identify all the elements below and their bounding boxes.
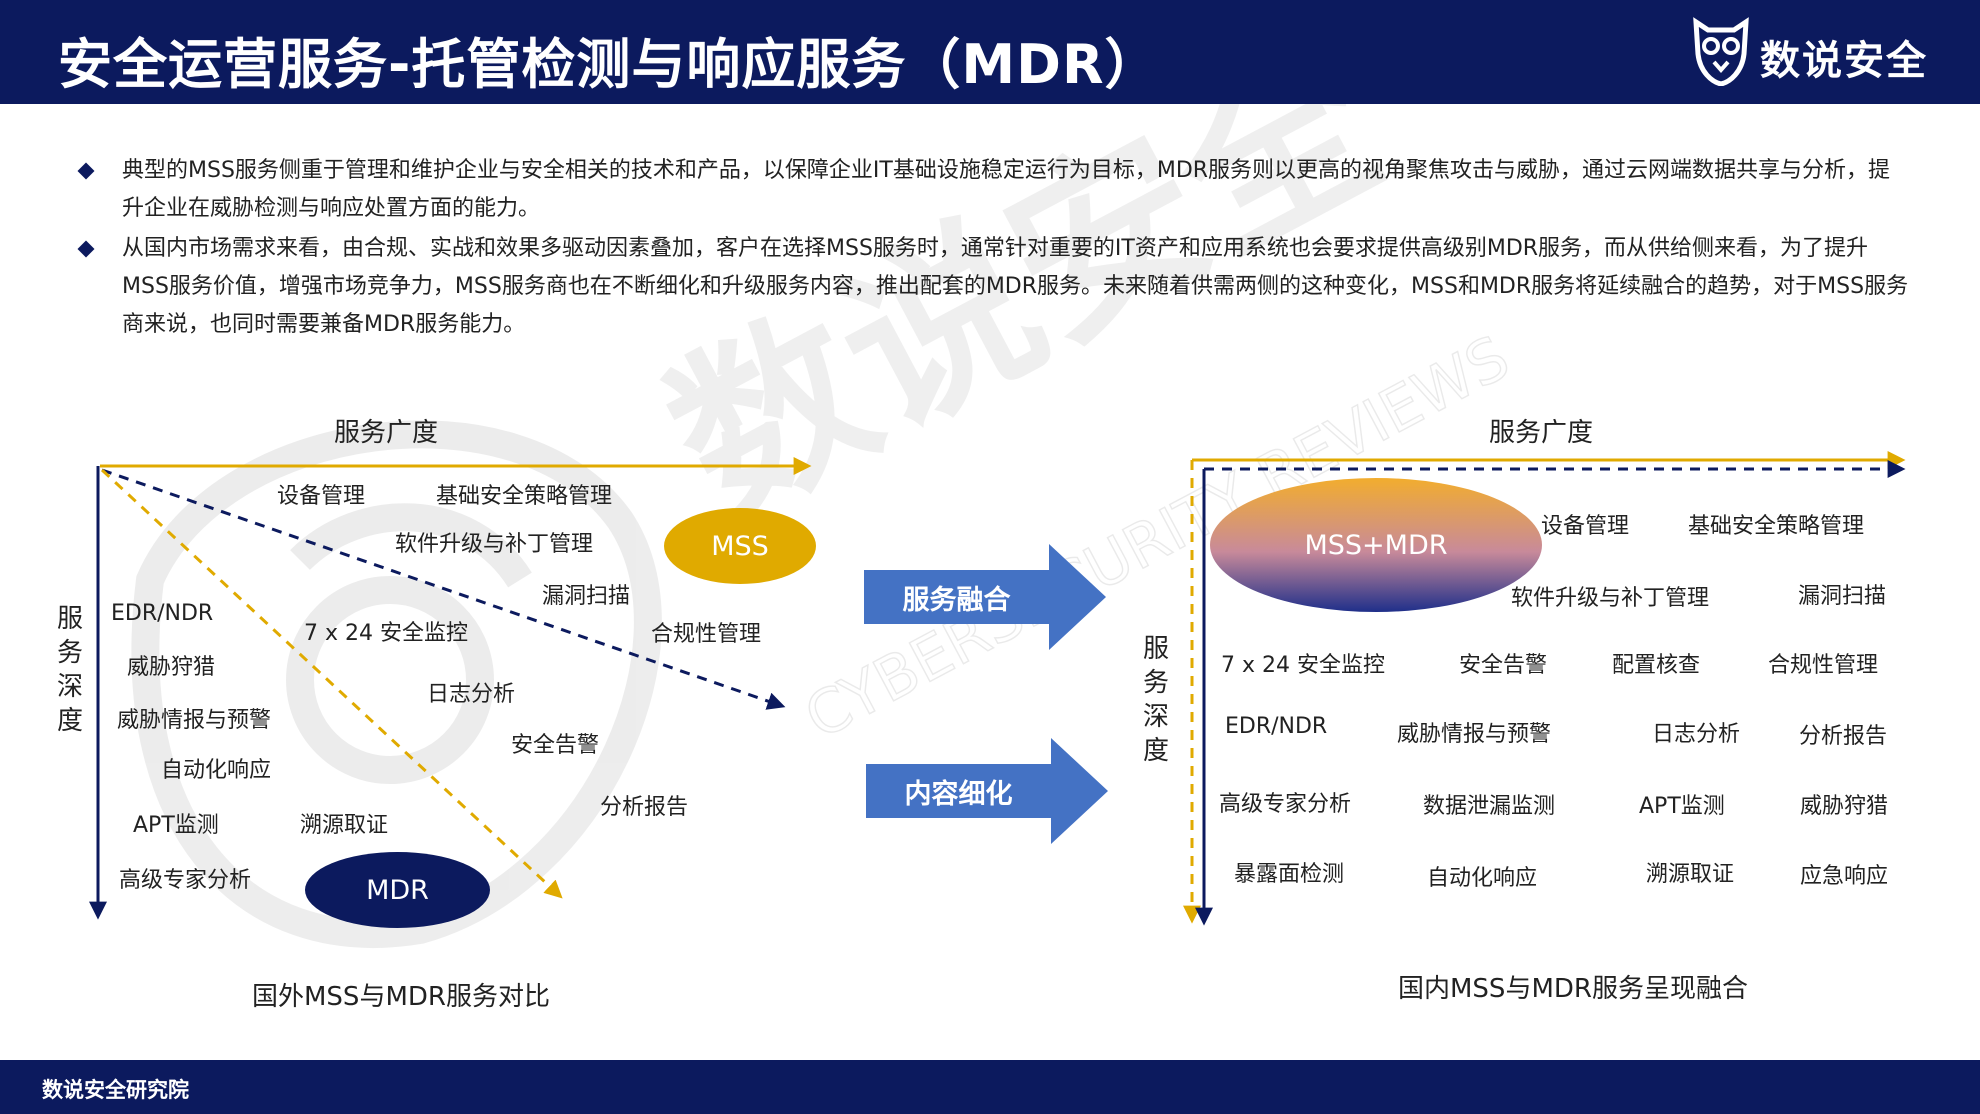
service-item: 应急响应 bbox=[1800, 864, 1889, 889]
mdr-ellipse: MDR bbox=[305, 852, 490, 928]
service-item: 自动化响应 bbox=[1427, 866, 1538, 891]
left-mss-diagonal bbox=[101, 468, 786, 710]
service-item: 日志分析 bbox=[427, 682, 516, 707]
service-item: 设备管理 bbox=[277, 484, 366, 509]
page-title: 安全运营服务-托管检测与响应服务（MDR） bbox=[58, 33, 1160, 96]
service-item: APT监测 bbox=[133, 813, 219, 838]
bullet-item: 典型的MSS服务侧重于管理和维护企业与安全相关的技术和产品，以保障企业IT基础设… bbox=[72, 152, 1912, 228]
service-item: 威胁狩猎 bbox=[127, 655, 216, 680]
owl-icon bbox=[1693, 17, 1749, 86]
refine-arrow: 内容细化 bbox=[866, 738, 1108, 844]
refine-arrow-label: 内容细化 bbox=[904, 778, 1013, 810]
mss-mdr-ellipse: MSS+MDR bbox=[1210, 478, 1542, 612]
mss-mdr-ellipse-shape bbox=[1210, 478, 1542, 612]
right-caption: 国内MSS与MDR服务呈现融合 bbox=[1398, 974, 1748, 1004]
service-item: 基础安全策略管理 bbox=[1688, 514, 1865, 539]
service-item: 合规性管理 bbox=[651, 622, 762, 647]
service-item: 合规性管理 bbox=[1768, 653, 1879, 678]
right-breadth-title: 服务广度 bbox=[1489, 418, 1594, 448]
bullet-item: 从国内市场需求来看，由合规、实战和效果多驱动因素叠加，客户在选择MSS服务时，通… bbox=[72, 230, 1912, 344]
service-item: 日志分析 bbox=[1652, 722, 1741, 747]
service-item: 数据泄漏监测 bbox=[1423, 794, 1556, 819]
right-depth-title: 服务深度 bbox=[1142, 634, 1169, 766]
service-item: 7 x 24 安全监控 bbox=[1221, 653, 1385, 678]
footer-label: 数说安全研究院 bbox=[42, 1078, 189, 1102]
service-item: 溯源取证 bbox=[300, 813, 389, 838]
fusion-arrow: 服务融合 bbox=[864, 544, 1106, 650]
header-bar: 安全运营服务-托管检测与响应服务（MDR） 数说安全 bbox=[0, 0, 1980, 104]
service-item: 漏洞扫描 bbox=[1798, 584, 1887, 609]
service-item: 分析报告 bbox=[1799, 724, 1888, 749]
service-item: 7 x 24 安全监控 bbox=[304, 621, 468, 646]
service-item: 暴露面检测 bbox=[1234, 862, 1345, 887]
service-item: 高级专家分析 bbox=[1219, 792, 1352, 817]
service-item: 基础安全策略管理 bbox=[436, 484, 613, 509]
bullet-text: 从国内市场需求来看，由合规、实战和效果多驱动因素叠加，客户在选择MSS服务时，通… bbox=[122, 236, 1909, 337]
service-item: 分析报告 bbox=[600, 795, 689, 820]
intro-bullets: 典型的MSS服务侧重于管理和维护企业与安全相关的技术和产品，以保障企业IT基础设… bbox=[72, 152, 1912, 346]
service-item: 软件升级与补丁管理 bbox=[1511, 586, 1710, 611]
mdr-label: MDR bbox=[366, 874, 429, 906]
service-item: 溯源取证 bbox=[1646, 862, 1735, 887]
bullet-text: 典型的MSS服务侧重于管理和维护企业与安全相关的技术和产品，以保障企业IT基础设… bbox=[122, 158, 1891, 221]
service-item: 安全告警 bbox=[511, 733, 600, 758]
footer-bar: 数说安全研究院 bbox=[0, 1060, 1980, 1114]
service-item: 威胁狩猎 bbox=[1800, 794, 1889, 819]
mss-ellipse: MSS bbox=[664, 508, 816, 584]
mss-label: MSS bbox=[711, 530, 769, 562]
right-arrow-icon bbox=[864, 544, 1106, 650]
mss-mdr-label: MSS+MDR bbox=[1304, 529, 1448, 561]
fusion-arrow-label: 服务融合 bbox=[902, 584, 1011, 616]
service-item: EDR/NDR bbox=[1225, 714, 1328, 739]
service-item: 配置核查 bbox=[1612, 653, 1701, 678]
brand-name: 数说安全 bbox=[1760, 38, 1928, 84]
service-item: 威胁情报与预警 bbox=[117, 708, 272, 733]
service-item: 高级专家分析 bbox=[119, 868, 252, 893]
left-caption: 国外MSS与MDR服务对比 bbox=[252, 982, 550, 1012]
service-item: 设备管理 bbox=[1541, 514, 1630, 539]
right-arrow-icon bbox=[866, 738, 1108, 844]
service-item: APT监测 bbox=[1639, 794, 1725, 819]
service-item: 威胁情报与预警 bbox=[1397, 722, 1552, 747]
service-item: EDR/NDR bbox=[111, 601, 214, 626]
service-item: 漏洞扫描 bbox=[542, 584, 631, 609]
left-mdr-diagonal bbox=[100, 468, 563, 899]
left-breadth-title: 服务广度 bbox=[334, 418, 439, 448]
service-item: 安全告警 bbox=[1459, 653, 1548, 678]
left-depth-title: 服务深度 bbox=[56, 604, 83, 736]
service-item: 自动化响应 bbox=[161, 758, 272, 783]
service-item: 软件升级与补丁管理 bbox=[395, 532, 594, 557]
